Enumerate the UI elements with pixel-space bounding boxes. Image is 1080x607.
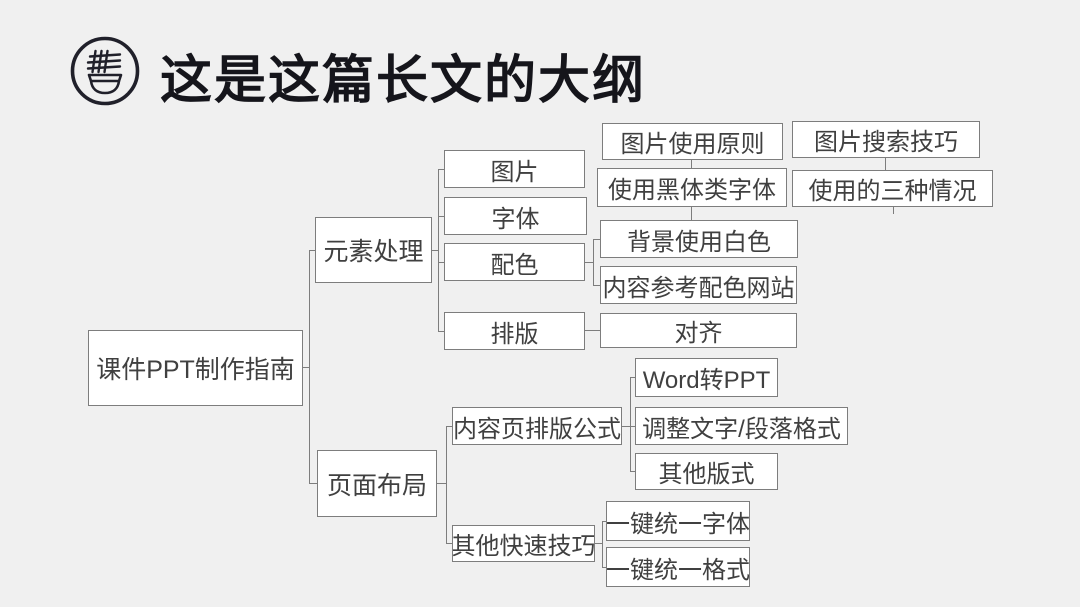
tree-node-yijian-geshi: 一键统一格式 [606, 547, 750, 587]
connector-line [593, 239, 600, 240]
connector-line [593, 239, 594, 285]
connector-line [438, 331, 444, 332]
connector-line [309, 250, 315, 251]
tree-node-tiaozheng-geshi: 调整文字/段落格式 [635, 407, 848, 445]
connector-line [438, 262, 444, 263]
tree-node-paiban: 排版 [444, 312, 585, 350]
connector-line [602, 521, 603, 567]
connector-line [438, 169, 444, 170]
tree-node-tupian: 图片 [444, 150, 585, 188]
tree-node-kuaisu-jiqiao: 其他快速技巧 [452, 525, 595, 562]
connector-line [630, 377, 635, 378]
tree-node-peise-baise: 背景使用白色 [600, 220, 798, 258]
connector-line [602, 521, 606, 522]
connector-line [585, 262, 593, 263]
connector-line [309, 250, 310, 484]
tree-node-peise-wangzhan: 内容参考配色网站 [600, 266, 797, 304]
tree-node-qita-banshi: 其他版式 [635, 453, 778, 490]
connector-line [885, 158, 886, 170]
connector-line [432, 250, 438, 251]
tree-node-neirong-gongshi: 内容页排版公式 [452, 407, 622, 445]
connector-line [438, 216, 444, 217]
tree-node-root: 课件PPT制作指南 [88, 330, 303, 406]
connector-line [893, 207, 894, 214]
connector-line [438, 169, 439, 331]
tree-node-ziti-sanzhong: 使用的三种情况 [792, 170, 993, 207]
tree-node-ziti-heiti: 使用黑体类字体 [597, 168, 787, 207]
connector-line [630, 471, 635, 472]
connector-line [630, 377, 631, 471]
noodle-bowl-icon [70, 36, 140, 106]
connector-line [622, 426, 630, 427]
connector-line [446, 426, 452, 427]
connector-line [446, 543, 452, 544]
connector-line [630, 426, 635, 427]
connector-line [593, 285, 600, 286]
tree-node-peise: 配色 [444, 243, 585, 281]
tree-node-word-ppt: Word转PPT [635, 358, 778, 397]
tree-node-yuansu-chuli: 元素处理 [315, 217, 432, 283]
tree-node-ziti: 字体 [444, 197, 587, 235]
tree-node-paiban-duiqi: 对齐 [600, 313, 797, 348]
connector-line [585, 330, 600, 331]
connector-line [446, 426, 447, 543]
tree-node-tupian-sousuo: 图片搜索技巧 [792, 121, 980, 158]
connector-line [691, 207, 692, 220]
connector-line [437, 483, 446, 484]
connector-line [303, 367, 310, 368]
tree-node-tupian-yuanze: 图片使用原则 [602, 123, 783, 160]
connector-line [602, 567, 606, 568]
slide-title: 这是这篇长文的大纲 [160, 53, 647, 110]
tree-node-yijian-ziti: 一键统一字体 [606, 501, 750, 541]
connector-line [691, 160, 692, 168]
connector-line [309, 483, 317, 484]
connector-line [595, 543, 602, 544]
tree-node-yemian-buju: 页面布局 [317, 450, 437, 517]
